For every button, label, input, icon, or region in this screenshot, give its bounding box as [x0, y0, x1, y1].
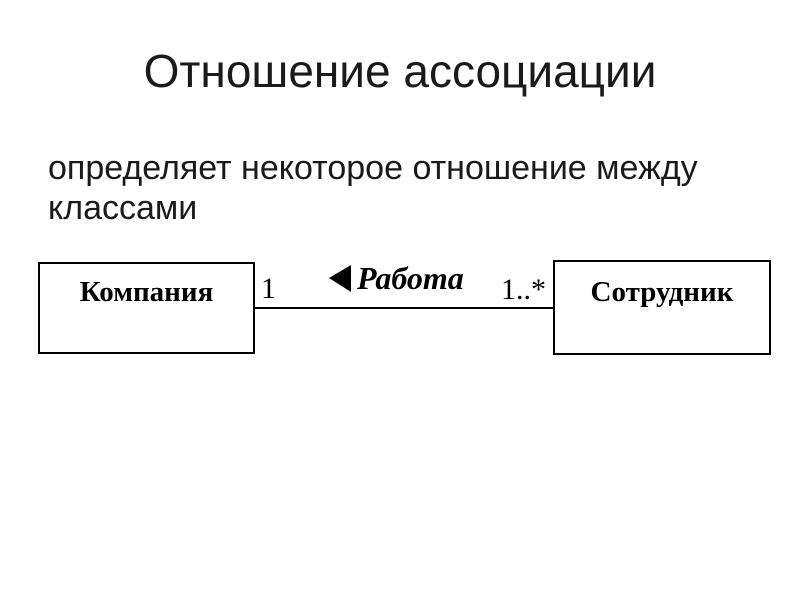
class-name-company: Компания — [79, 276, 214, 308]
body-text-line-2: классами — [48, 189, 198, 227]
uml-class-box-company: Компания — [38, 262, 255, 354]
slide-body: определяет некоторое отношение между кла… — [48, 148, 698, 228]
class-name-employee: Сотрудник — [590, 276, 734, 308]
multiplicity-right: 1..* — [501, 273, 546, 306]
association-name-group: Работа — [329, 262, 464, 294]
body-text-line-1: определяет некоторое отношение между — [48, 149, 698, 187]
left-filled-triangle-icon — [329, 264, 351, 292]
slide-title: Отношение ассоциации — [143, 45, 657, 97]
association-name-label: Работа — [357, 260, 464, 296]
uml-class-box-employee: Сотрудник — [553, 260, 771, 355]
multiplicity-left: 1 — [261, 272, 276, 305]
association-line — [255, 307, 553, 309]
